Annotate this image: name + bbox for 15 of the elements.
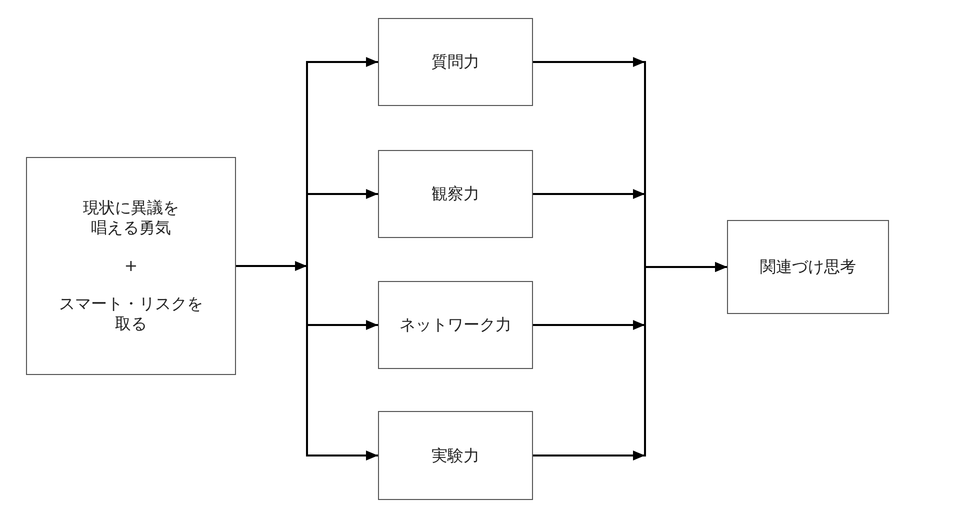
process-box [378,411,533,500]
process-box [26,157,236,375]
plus-sign: + [123,256,139,276]
process-box [727,220,889,314]
box-label: 質問力 [432,52,480,72]
arrow [533,262,727,456]
box-label: ネットワーク力 [400,315,512,335]
process-box [378,18,533,106]
box-label: スマート・リスクを取る [58,294,204,334]
box-label: 観察力 [432,184,480,204]
process-box [378,281,533,369]
process-box [378,150,533,238]
box-label: 実験力 [432,446,480,466]
box-label: 関連づけ思考 [760,257,856,277]
box-label: 現状に異議を唱える勇気 [82,198,180,238]
